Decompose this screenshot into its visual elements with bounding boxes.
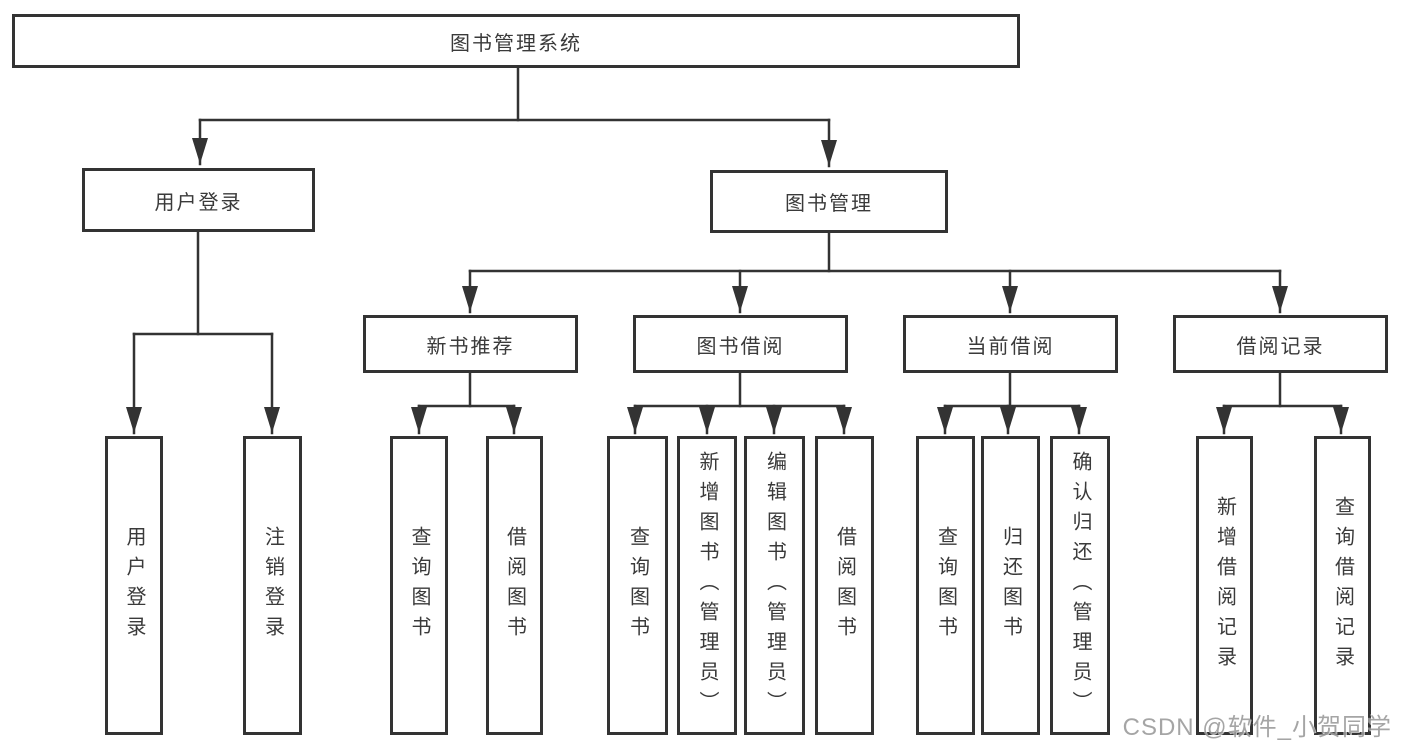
node-label: 新增借阅记录	[1213, 495, 1236, 676]
leaf-query-borrow-record: 查询借阅记录	[1314, 436, 1371, 735]
watermark: CSDN @软件_小贺同学	[1122, 714, 1392, 741]
node-borrow-records: 借阅记录	[1173, 315, 1388, 373]
leaf-query-books-recommend: 查询图书	[390, 436, 448, 735]
leaf-confirm-return-admin: 确认归还（管理员）	[1050, 436, 1110, 735]
node-label: 新增图书（管理员）	[696, 450, 718, 721]
node-label: 借阅记录	[1236, 335, 1325, 358]
leaf-borrow-books-recommend: 借阅图书	[486, 436, 543, 735]
node-book-borrowing: 图书借阅	[633, 315, 848, 373]
node-book-management: 图书管理	[710, 170, 948, 233]
node-label: 新书推荐	[426, 335, 515, 358]
node-label: 图书借阅	[696, 335, 785, 358]
leaf-query-books-current: 查询图书	[916, 436, 975, 735]
leaf-logout: 注销登录	[243, 436, 302, 735]
node-label: 查询图书	[408, 525, 430, 646]
leaf-add-book-admin: 新增图书（管理员）	[677, 436, 737, 735]
node-label: 注销登录	[261, 525, 284, 646]
leaf-query-books-borrowing: 查询图书	[607, 436, 668, 735]
node-label: 用户登录	[154, 191, 243, 214]
node-label: 借阅图书	[833, 525, 856, 646]
node-label: 图书管理	[785, 193, 873, 215]
node-label: 图书管理系统	[450, 32, 582, 55]
leaf-edit-book-admin: 编辑图书（管理员）	[744, 436, 805, 735]
node-label: 借阅图书	[503, 525, 526, 646]
node-user-login: 用户登录	[82, 168, 315, 232]
node-new-book-recommend: 新书推荐	[363, 315, 578, 373]
node-label: 当前借阅	[966, 335, 1055, 358]
leaf-borrow-books-borrowing: 借阅图书	[815, 436, 874, 735]
leaf-return-books: 归还图书	[981, 436, 1040, 735]
leaf-add-borrow-record: 新增借阅记录	[1196, 436, 1253, 735]
node-label: 归还图书	[999, 525, 1022, 646]
node-label: 确认归还（管理员）	[1069, 450, 1091, 721]
node-label: 编辑图书（管理员）	[763, 450, 786, 721]
node-label: 用户登录	[123, 525, 145, 646]
node-current-borrowing: 当前借阅	[903, 315, 1118, 373]
node-label: 查询借阅记录	[1331, 495, 1354, 676]
node-library-management-system: 图书管理系统	[12, 14, 1020, 68]
node-label: 查询图书	[626, 525, 649, 646]
leaf-user-login: 用户登录	[105, 436, 163, 735]
node-label: 查询图书	[934, 525, 957, 646]
